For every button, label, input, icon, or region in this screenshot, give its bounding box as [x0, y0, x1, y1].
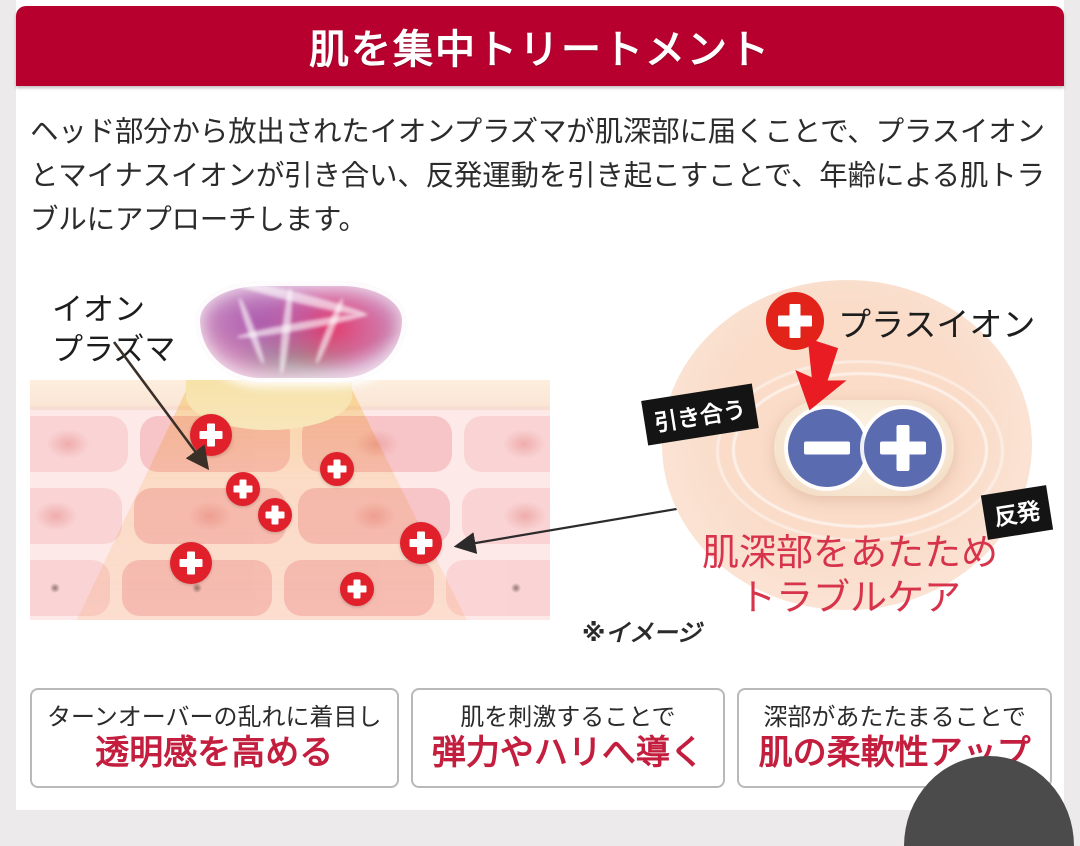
- benefit-box-subtitle: 深部があたたまることで: [763, 703, 1026, 731]
- benefit-box-subtitle: 肌を刺激することで: [460, 703, 676, 731]
- minus-ion-icon: [788, 409, 866, 487]
- plus-ion-label: プラスイオン: [838, 305, 1036, 344]
- page-title: 肌を集中トリートメント: [309, 27, 771, 73]
- plus-ion-icon: [864, 409, 942, 487]
- illustration-stage: イオン プラズマ ※イメージ: [16, 268, 1064, 668]
- benefit-box-title: 弾力やハリへ導く: [431, 733, 704, 773]
- image-disclaimer-caption: ※イメージ: [582, 619, 701, 647]
- skin-cell: [30, 488, 122, 544]
- skin-cross-section-diagram: [30, 380, 550, 620]
- skin-cell: [446, 560, 550, 616]
- plus-ion-badge-icon: [766, 292, 824, 350]
- skin-cell: [464, 416, 550, 472]
- header-band: 肌を集中トリートメント: [16, 6, 1064, 86]
- benefit-box-title: 透明感を高める: [95, 733, 334, 773]
- lead-paragraph: ヘッド部分から放出されたイオンプラズマが肌深部に届くことで、プラスイオンとマイナ…: [30, 115, 1045, 236]
- dome-rim: [196, 282, 406, 382]
- benefit-box: ターンオーバーの乱れに着目し 透明感を高める: [30, 688, 399, 788]
- plus-ion-icon: [340, 572, 374, 606]
- ion-plasma-pointer-arrow: [112, 341, 210, 471]
- warm-deep-skin-text: 肌深部をあたため トラブルケア: [702, 531, 998, 619]
- plus-ion-icon: [400, 522, 442, 564]
- ion-plasma-label: イオン プラズマ: [52, 292, 176, 368]
- infographic-page: 肌を集中トリートメント ヘッド部分から放出されたイオンプラズマが肌深部に届くこと…: [16, 0, 1074, 846]
- device-head-illustration: [196, 274, 406, 382]
- plus-ion-icon: [170, 542, 212, 584]
- plus-ion-icon: [320, 452, 354, 486]
- plus-ion-icon: [258, 498, 292, 532]
- benefit-box: 肌を刺激することで 弾力やハリへ導く: [410, 688, 726, 788]
- ion-interaction-diagram: プラスイオン 引き合う 反発 肌深部をあたため トラブルケア: [636, 268, 1064, 668]
- skin-cell: [30, 416, 128, 472]
- red-down-arrow-icon: [795, 338, 847, 411]
- benefit-box-row: ターンオーバーの乱れに着目し 透明感を高める 肌を刺激することで 弾力やハリへ導…: [30, 688, 1052, 788]
- plus-ion-icon: [226, 472, 260, 506]
- benefit-box-subtitle: ターンオーバーの乱れに着目し: [46, 703, 382, 731]
